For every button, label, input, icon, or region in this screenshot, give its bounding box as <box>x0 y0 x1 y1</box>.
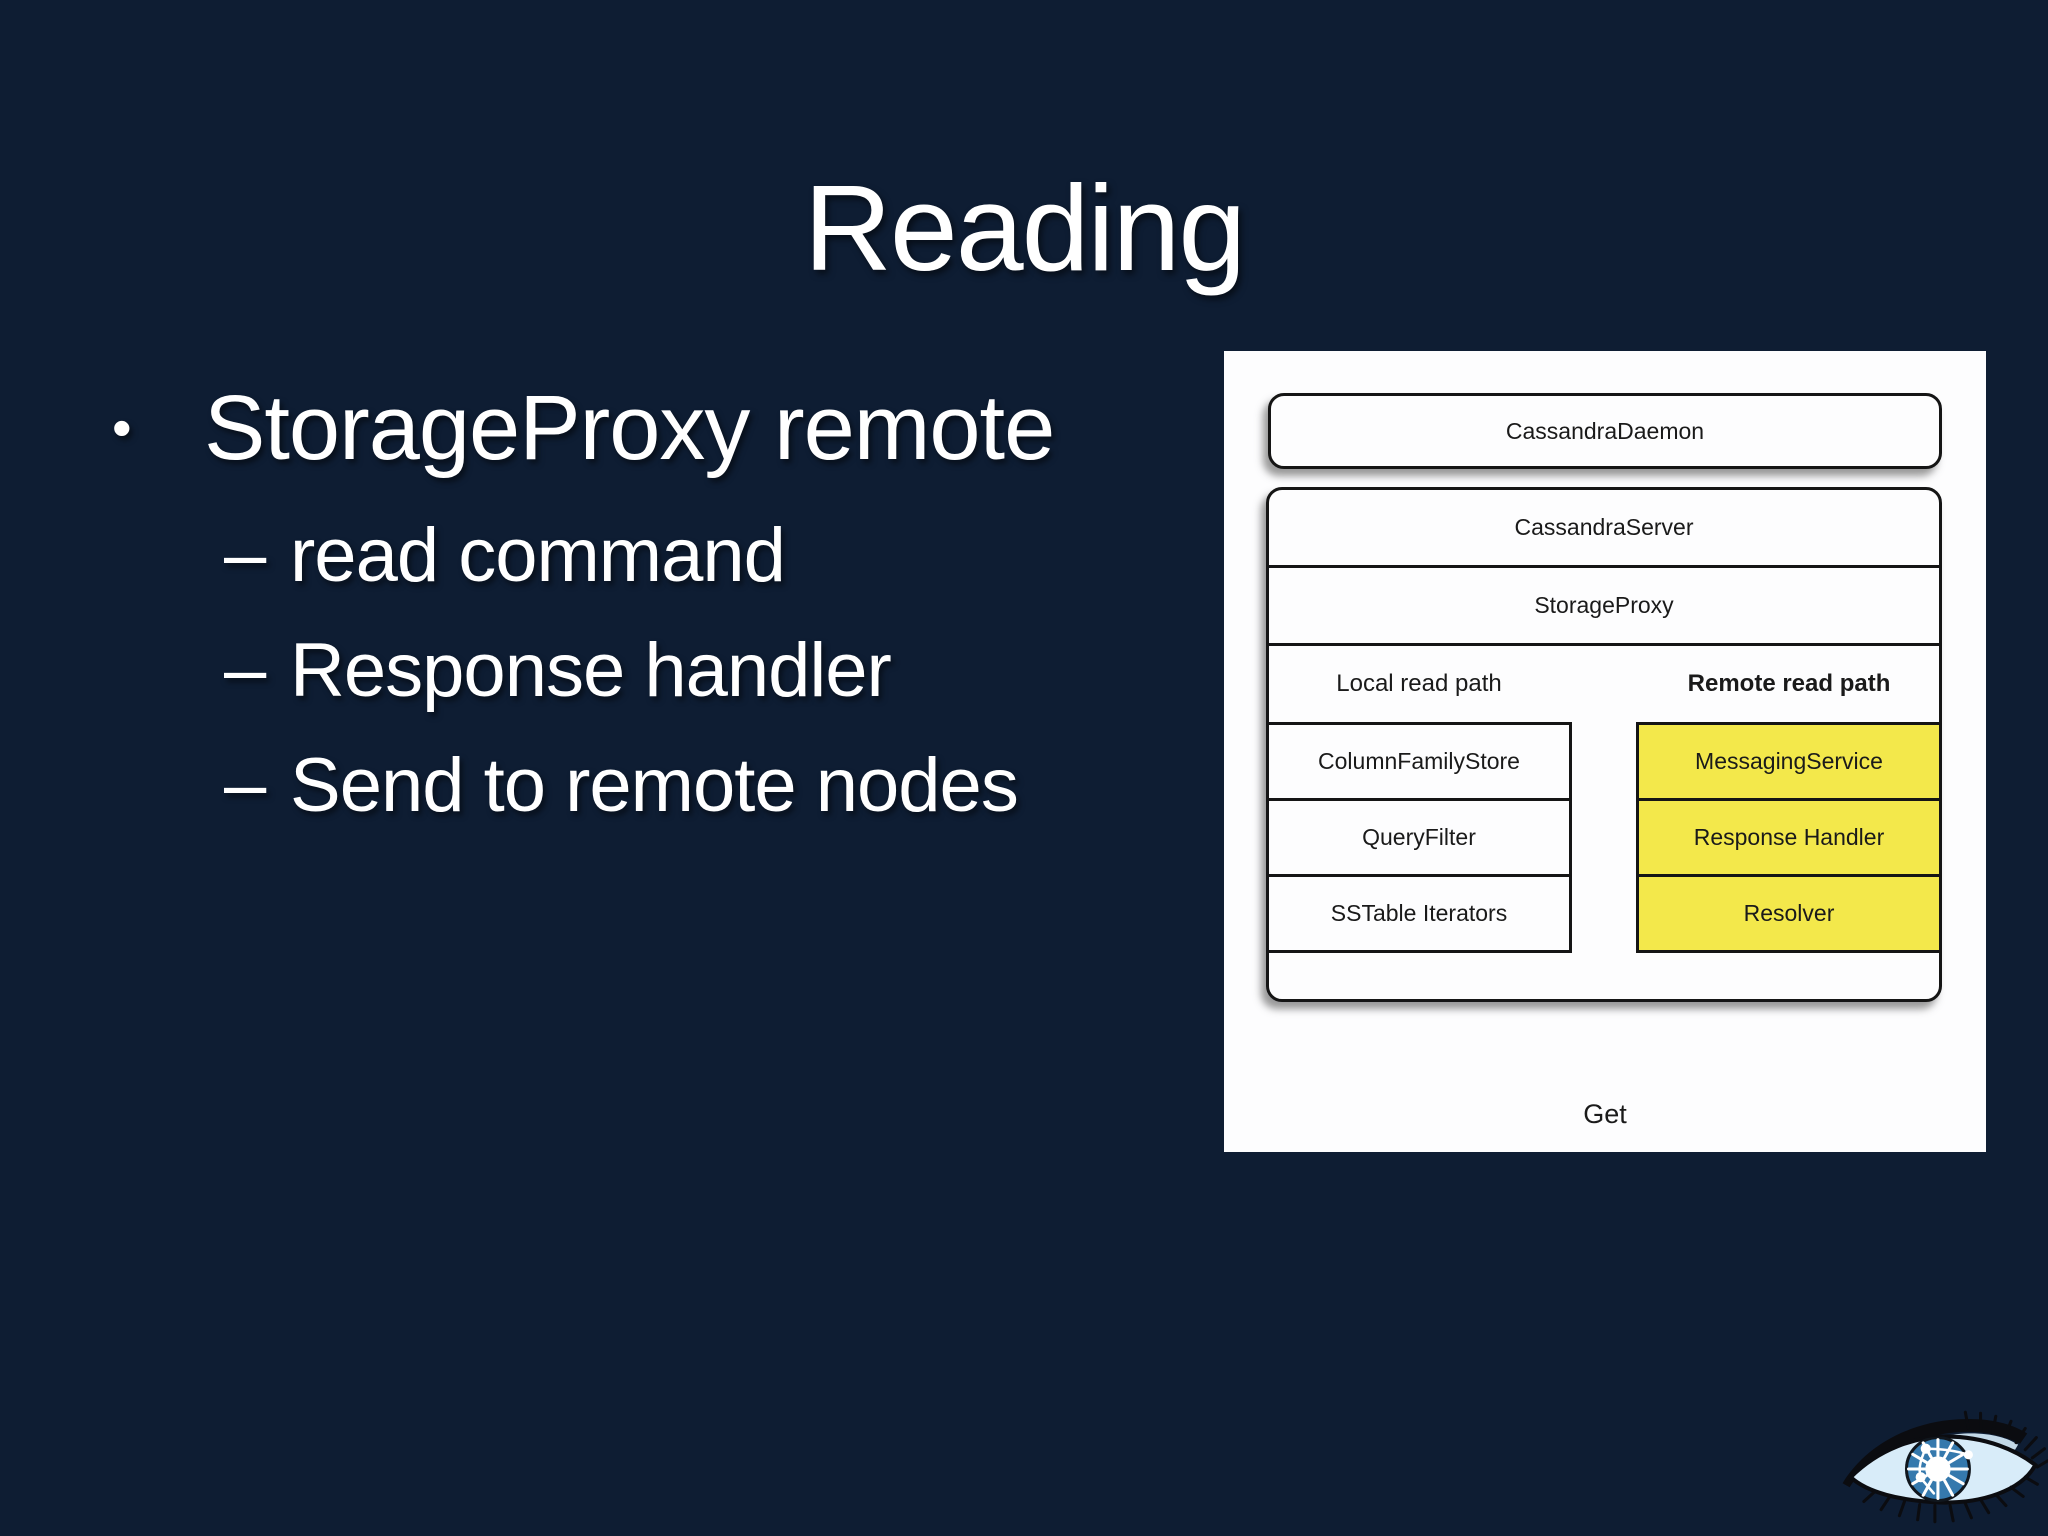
path-labels-row: Local read path Remote read path <box>1269 646 1939 722</box>
storage-proxy-row: StorageProxy <box>1269 568 1939 646</box>
bullet-item: • StorageProxy remote <box>0 372 1180 484</box>
sub-bullet-text: Send to remote nodes <box>290 742 1019 828</box>
cassandra-server-row: CassandraServer <box>1269 490 1939 568</box>
cassandra-server-label: CassandraServer <box>1514 514 1694 540</box>
remote-read-path-column: MessagingService Response Handler Resolv… <box>1636 722 1942 953</box>
resolver-box: Resolver <box>1636 874 1942 953</box>
dash-marker: – <box>224 742 267 827</box>
remote-read-path-label: Remote read path <box>1687 670 1891 697</box>
sub-bullet-item: – read command <box>0 500 1180 610</box>
sstable-iterators-box: SSTable Iterators <box>1266 874 1572 953</box>
query-filter-box: QueryFilter <box>1266 798 1572 877</box>
read-path-diagram: CassandraDaemon CassandraServer StorageP… <box>1224 351 1986 1152</box>
column-family-store-box: ColumnFamilyStore <box>1266 722 1572 801</box>
dash-marker: – <box>224 512 267 597</box>
cassandra-server-box: CassandraServer StorageProxy Local read … <box>1266 487 1942 1002</box>
local-read-path-label: Local read path <box>1336 670 1502 697</box>
bullet-text: StorageProxy remote <box>204 376 1055 479</box>
local-read-path-column: ColumnFamilyStore QueryFilter SSTable It… <box>1266 722 1572 953</box>
storage-proxy-label: StorageProxy <box>1534 592 1674 618</box>
bullet-marker: • <box>112 396 132 459</box>
sub-bullet-item: – Response handler <box>0 615 1180 725</box>
sub-bullet-text: read command <box>290 512 786 598</box>
response-handler-box: Response Handler <box>1636 798 1942 877</box>
sub-bullet-text: Response handler <box>290 627 892 713</box>
dash-marker: – <box>224 627 267 712</box>
diagram-caption: Get <box>1583 1099 1627 1129</box>
page-title: Reading <box>803 160 1246 296</box>
messaging-service-box: MessagingService <box>1636 722 1942 801</box>
sub-bullet-item: – Send to remote nodes <box>0 730 1180 840</box>
cassandra-daemon-box: CassandraDaemon <box>1268 393 1942 469</box>
cassandra-eye-logo <box>1842 1410 2048 1524</box>
cassandra-daemon-label: CassandraDaemon <box>1505 417 1705 444</box>
